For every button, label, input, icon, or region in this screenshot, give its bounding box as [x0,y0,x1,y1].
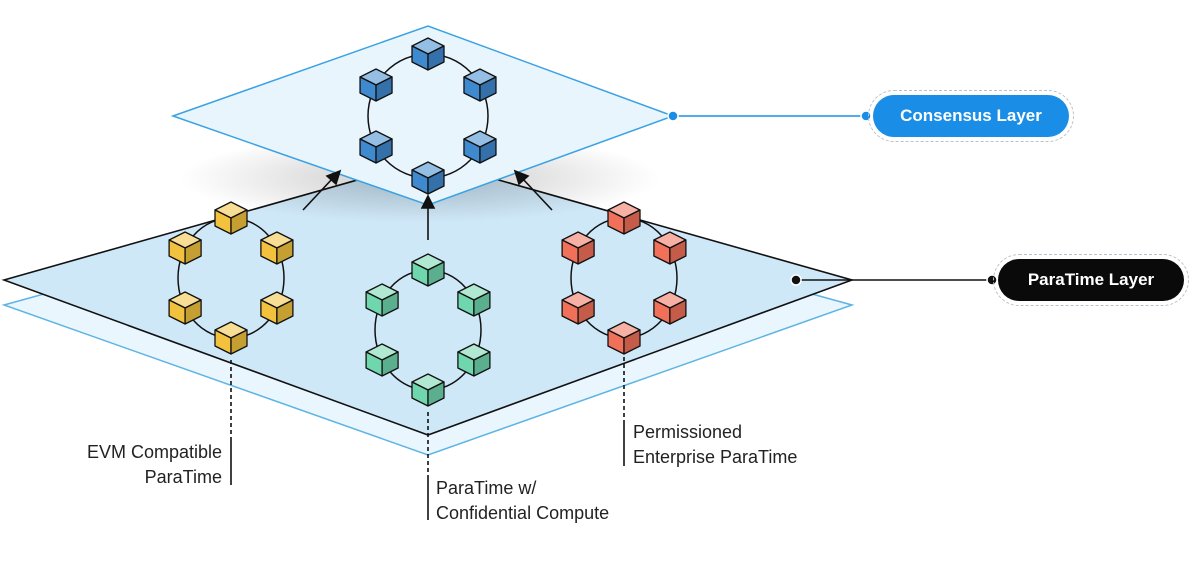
evm-paratime-ring-node-6 [168,231,202,265]
evm-paratime-ring-node-5 [168,291,202,325]
evm-label-line1: EVM Compatible [86,442,222,462]
enterprise-paratime-ring-node-3 [653,291,687,325]
confidential-paratime-ring-node-2 [457,283,491,317]
confidential-paratime-ring-node-3 [457,343,491,377]
paratime-pill-outline [993,254,1189,306]
confidential-paratime-ring-node-1 [411,253,445,287]
consensus-pill-outline [868,90,1074,142]
enterprise-label-line2: Enterprise ParaTime [633,447,798,467]
consensus-node-ring-node-4 [411,161,445,195]
consensus-node-ring-node-3 [463,130,497,164]
consensus-layer-pill: Consensus Layer [873,95,1069,137]
arrows [302,169,553,240]
confidential-label-line2: Confidential Compute [436,503,610,523]
evm-paratime-ring-node-4 [214,321,248,355]
enterprise-paratime-ring-node-2 [653,231,687,265]
consensus-node-ring [359,37,497,195]
enterprise-paratime-ring-node-1 [607,201,641,235]
consensus-node-ring-node-1 [411,37,445,71]
confidential-paratime-ring-node-5 [365,343,399,377]
evm-paratime-ring [168,201,294,355]
paratime-connector-dot [790,274,802,286]
leader-lines [230,357,625,520]
confidential-paratime-ring-node-6 [365,283,399,317]
consensus-node-ring-node-5 [359,130,393,164]
enterprise-paratime-ring-node-4 [607,321,641,355]
paratime-layer-pill: ParaTime Layer [998,259,1184,301]
enterprise-paratime-ring [561,201,687,355]
consensus-node-ring-node-6 [359,68,393,102]
consensus-connector-dot [667,110,679,122]
evm-paratime-ring-node-3 [260,291,294,325]
evm-paratime-ring-node-2 [260,231,294,265]
enterprise-paratime-ring-node-6 [561,231,595,265]
evm-label-line2: ParaTime [144,467,222,487]
evm-paratime-ring-node-1 [214,201,248,235]
confidential-paratime-ring-node-4 [411,373,445,407]
consensus-node-ring-node-2 [463,68,497,102]
confidential-label-line1: ParaTime w/ [436,478,537,498]
enterprise-label-line1: Permissioned [633,422,743,442]
confidential-paratime-ring [365,253,491,407]
enterprise-paratime-ring-node-5 [561,291,595,325]
